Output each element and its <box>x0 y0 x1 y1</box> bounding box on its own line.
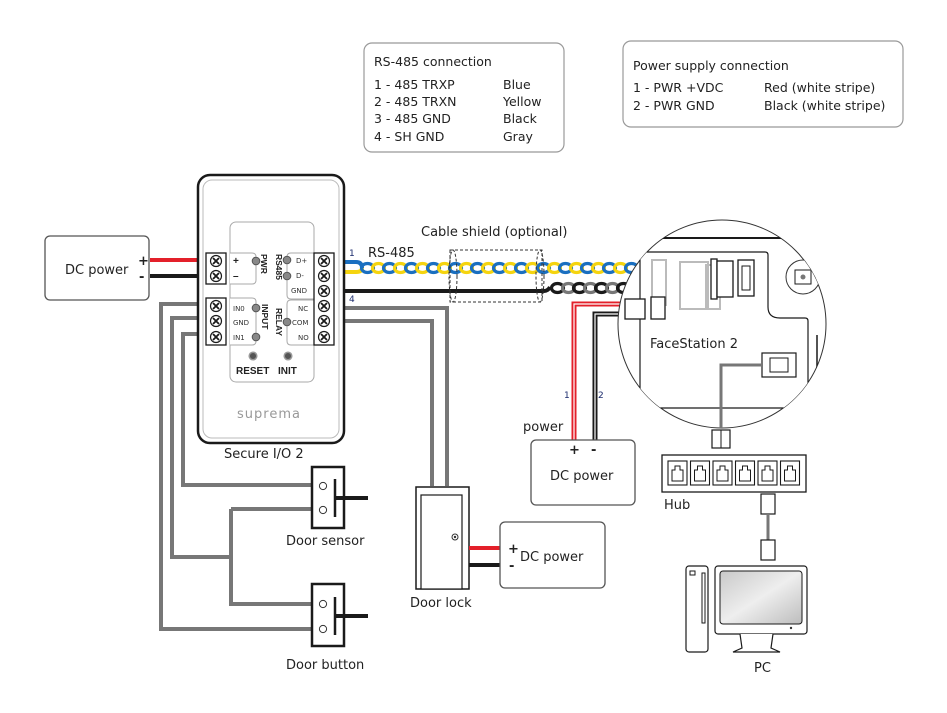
pc-label: PC <box>754 661 771 676</box>
door-button: Door button <box>286 582 368 673</box>
dc-power-lock: + - DC power <box>499 521 606 589</box>
rs485-pin: GND <box>291 287 307 295</box>
power-legend-color: Black (white stripe) <box>764 98 885 113</box>
door-sensor-label: Door sensor <box>286 534 365 549</box>
door-lock-label: Door lock <box>410 596 472 611</box>
suprema-logo: suprema <box>237 407 301 422</box>
init-button <box>283 351 293 361</box>
power-legend-pin: 1 - PWR +VDC <box>633 80 724 95</box>
hub-ports <box>667 460 801 486</box>
wire-number-1: 1 <box>564 391 570 401</box>
rs485-port-label: RS485 <box>274 254 284 280</box>
dc-power-lock-label: DC power <box>520 550 584 565</box>
secure-io-2: + – PWR D+ D- GND RS485 IN0 GND IN1 INPU… <box>196 173 346 462</box>
input-pin: GND <box>233 319 249 327</box>
input-pin: IN1 <box>233 334 245 342</box>
plus-sign: + <box>569 443 580 458</box>
terminal-screw-icon <box>317 269 331 283</box>
relay-pin: NC <box>298 305 308 313</box>
ethernet-port-icon <box>734 460 756 486</box>
rs485-legend-pin: 2 - 485 TRXN <box>374 94 456 109</box>
rs485-legend-color: Black <box>503 111 538 126</box>
power-legend: Power supply connection 1 - PWR +VDC Red… <box>622 40 904 128</box>
ethernet-port-icon <box>712 460 733 486</box>
terminal-screw-icon <box>209 314 223 328</box>
terminal-screw-icon <box>317 314 331 328</box>
ethernet-port-icon <box>779 460 801 486</box>
dc-power-left-label: DC power <box>65 263 129 278</box>
relay-label: RELAY <box>274 308 284 336</box>
rs485-legend-pin: 1 - 485 TRXP <box>374 77 455 92</box>
plus-sign: + <box>138 254 149 269</box>
ethernet-port-icon <box>689 460 711 486</box>
terminal-screw-icon <box>317 299 331 313</box>
rs485-label: RS-485 <box>368 246 415 261</box>
reset-button <box>248 351 258 361</box>
pc: PC <box>685 565 808 676</box>
power-legend-title: Power supply connection <box>633 58 789 73</box>
cable-shield-label: Cable shield (optional) <box>421 225 568 240</box>
rs485-pin: D- <box>296 272 304 280</box>
input-wires <box>159 302 449 631</box>
power-legend-pin: 2 - PWR GND <box>633 98 715 113</box>
door-sensor: Door sensor <box>286 465 368 549</box>
init-label: INIT <box>278 366 297 377</box>
terminal-screw-icon <box>317 284 331 298</box>
wire-bend <box>543 286 552 293</box>
hub: Hub <box>661 454 807 561</box>
pwr-minus: – <box>233 271 239 282</box>
rs485-legend-color: Gray <box>503 129 533 144</box>
rs485-legend-color: Blue <box>503 77 531 92</box>
terminal-screw-icon <box>209 254 223 268</box>
pwr-label: PWR <box>259 254 269 274</box>
door-button-label: Door button <box>286 658 364 673</box>
relay-pin: NO <box>298 334 309 342</box>
rs485-pin: D+ <box>296 257 307 265</box>
relay-pin: COM <box>292 319 308 327</box>
terminal-screw-icon <box>209 330 223 344</box>
rs485-legend-pin: 4 - SH GND <box>374 129 444 144</box>
wire-number-2: 2 <box>598 391 604 401</box>
facestation-label: FaceStation 2 <box>650 337 738 352</box>
rs485-legend-title: RS-485 connection <box>374 54 492 69</box>
minus-sign: - <box>591 443 596 458</box>
rs485-legend-pin: 3 - 485 GND <box>374 111 451 126</box>
rs485-legend: RS-485 connection 1 - 485 TRXP Blue 2 - … <box>363 42 565 153</box>
dc-power-left: DC power + - <box>44 235 200 301</box>
minus-sign: - <box>139 270 144 285</box>
facestation-2: FaceStation 2 <box>617 219 827 449</box>
terminal-screw-icon <box>209 269 223 283</box>
wire-number-4: 4 <box>349 295 355 305</box>
reset-label: RESET <box>236 366 269 377</box>
ethernet-port-icon <box>667 460 688 486</box>
plus-sign: + <box>508 542 519 557</box>
terminal-screw-icon <box>209 299 223 313</box>
power-caption: power <box>523 420 564 435</box>
rs485-legend-color: Yellow <box>502 94 541 109</box>
hub-label: Hub <box>664 498 690 513</box>
dc-power-mid: power + - DC power <box>523 420 636 506</box>
input-pin: IN0 <box>233 305 245 313</box>
terminal-screw-icon <box>317 254 331 268</box>
wire-number-1: 1 <box>349 249 355 259</box>
ethernet-port-icon <box>757 460 778 486</box>
minus-sign: - <box>509 559 514 574</box>
terminal-screw-icon <box>317 330 331 344</box>
input-label: INPUT <box>260 304 270 330</box>
terminal-screws <box>209 254 331 344</box>
power-legend-color: Red (white stripe) <box>764 80 875 95</box>
pwr-plus: + <box>233 256 239 267</box>
dc-power-mid-label: DC power <box>550 469 614 484</box>
secure-io-label: Secure I/O 2 <box>224 447 304 462</box>
door-lock: Door lock <box>410 486 500 611</box>
